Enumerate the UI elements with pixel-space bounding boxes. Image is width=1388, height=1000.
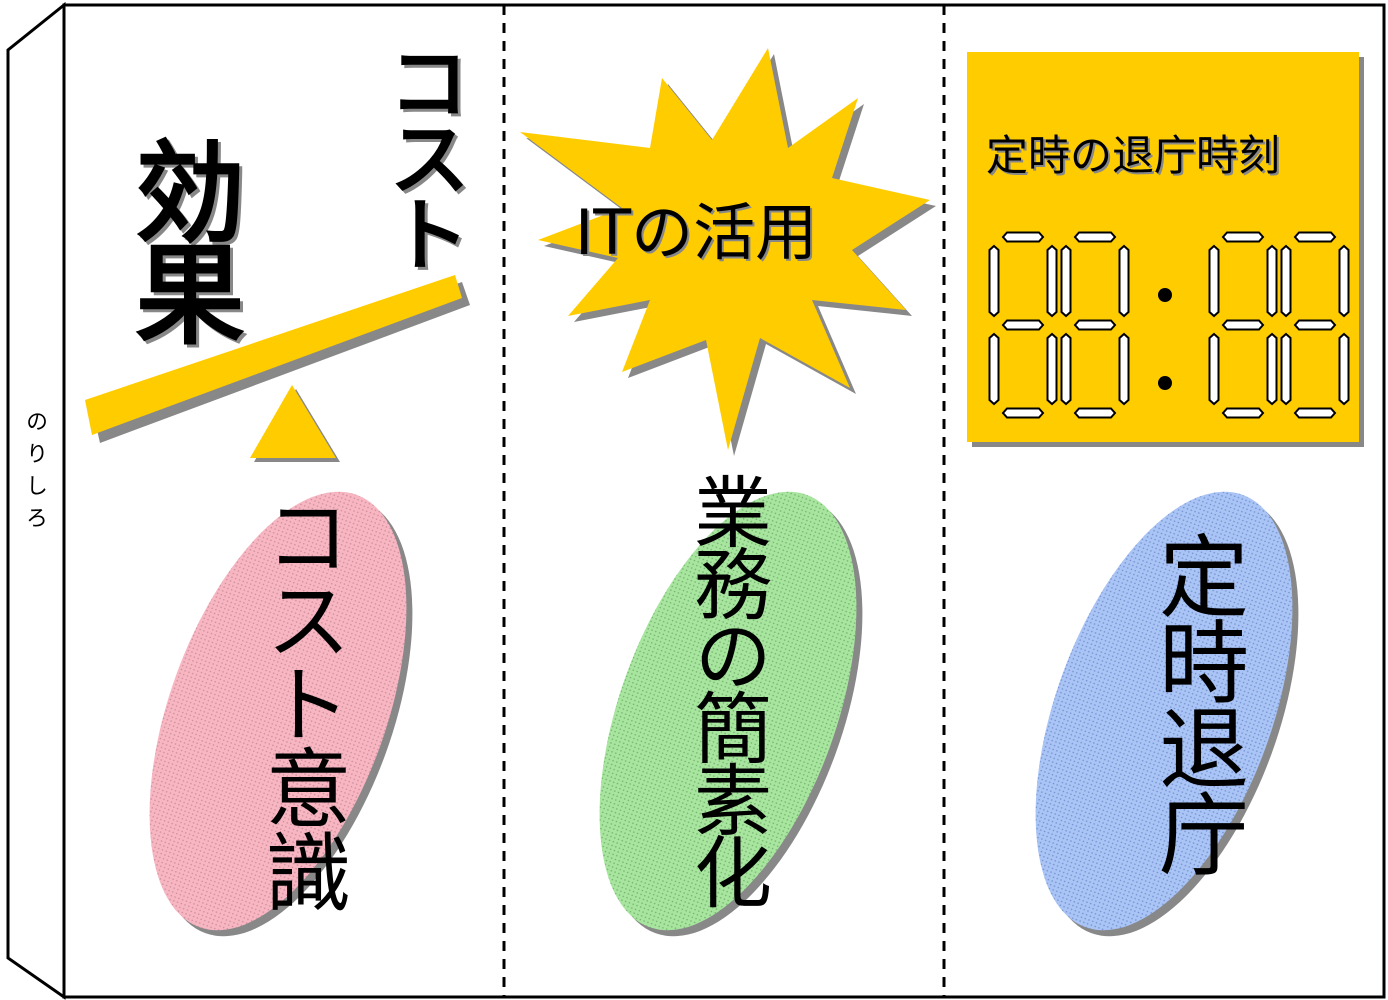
on-time-leave-label: 定時退庁 <box>1143 530 1248 874</box>
oval-cost-awareness <box>149 491 407 931</box>
clock-colon-dot <box>1158 376 1172 390</box>
clock-segment <box>1046 244 1058 318</box>
clock-segment <box>1073 407 1117 419</box>
clock-segment <box>1293 407 1337 419</box>
clock-segment <box>1338 244 1350 318</box>
clock-segment <box>1118 244 1130 318</box>
clock-segment <box>1221 407 1265 419</box>
clock-segment <box>988 332 1000 406</box>
oval-simplification <box>599 491 857 931</box>
clock-segment <box>1118 332 1130 406</box>
it-usage-label: ITの活用 <box>575 196 818 269</box>
clock-title: 定時の退庁時刻 <box>986 131 1281 180</box>
clock-segment <box>1060 332 1072 406</box>
clock-segment <box>1293 319 1337 331</box>
clock-segment <box>988 244 1000 318</box>
seesaw <box>85 275 470 462</box>
clock-segment <box>1280 332 1292 406</box>
clock-segment <box>1073 231 1117 243</box>
clock-segment <box>1001 407 1045 419</box>
clock-segment <box>1060 244 1072 318</box>
starburst <box>520 48 936 456</box>
clock-segment <box>1221 231 1265 243</box>
clock-segment <box>1208 332 1220 406</box>
effect-word: 効果 <box>116 135 244 339</box>
cost-awareness-label: コスト意識 <box>250 492 350 912</box>
clock-segment <box>1280 244 1292 318</box>
clock-segment <box>1001 319 1045 331</box>
outer-frame <box>62 3 1386 999</box>
cost-word: コスト <box>374 40 469 268</box>
simplification-label: 業務の簡素化 <box>681 472 771 904</box>
clock-segment <box>1221 319 1265 331</box>
clock-segment <box>1073 319 1117 331</box>
fulcrum <box>250 385 336 458</box>
glue-flap-label: のりしろ <box>22 410 47 538</box>
clock-segment <box>1208 244 1220 318</box>
clock-segment <box>1266 244 1278 318</box>
oval-on-time-leave <box>1035 491 1293 931</box>
clock-segment <box>1293 231 1337 243</box>
clock-segment <box>1266 332 1278 406</box>
clock-digits <box>988 231 1350 419</box>
clock-colon-dot <box>1158 288 1172 302</box>
clock-segment <box>1338 332 1350 406</box>
clock-segment <box>1046 332 1058 406</box>
clock-segment <box>1001 231 1045 243</box>
